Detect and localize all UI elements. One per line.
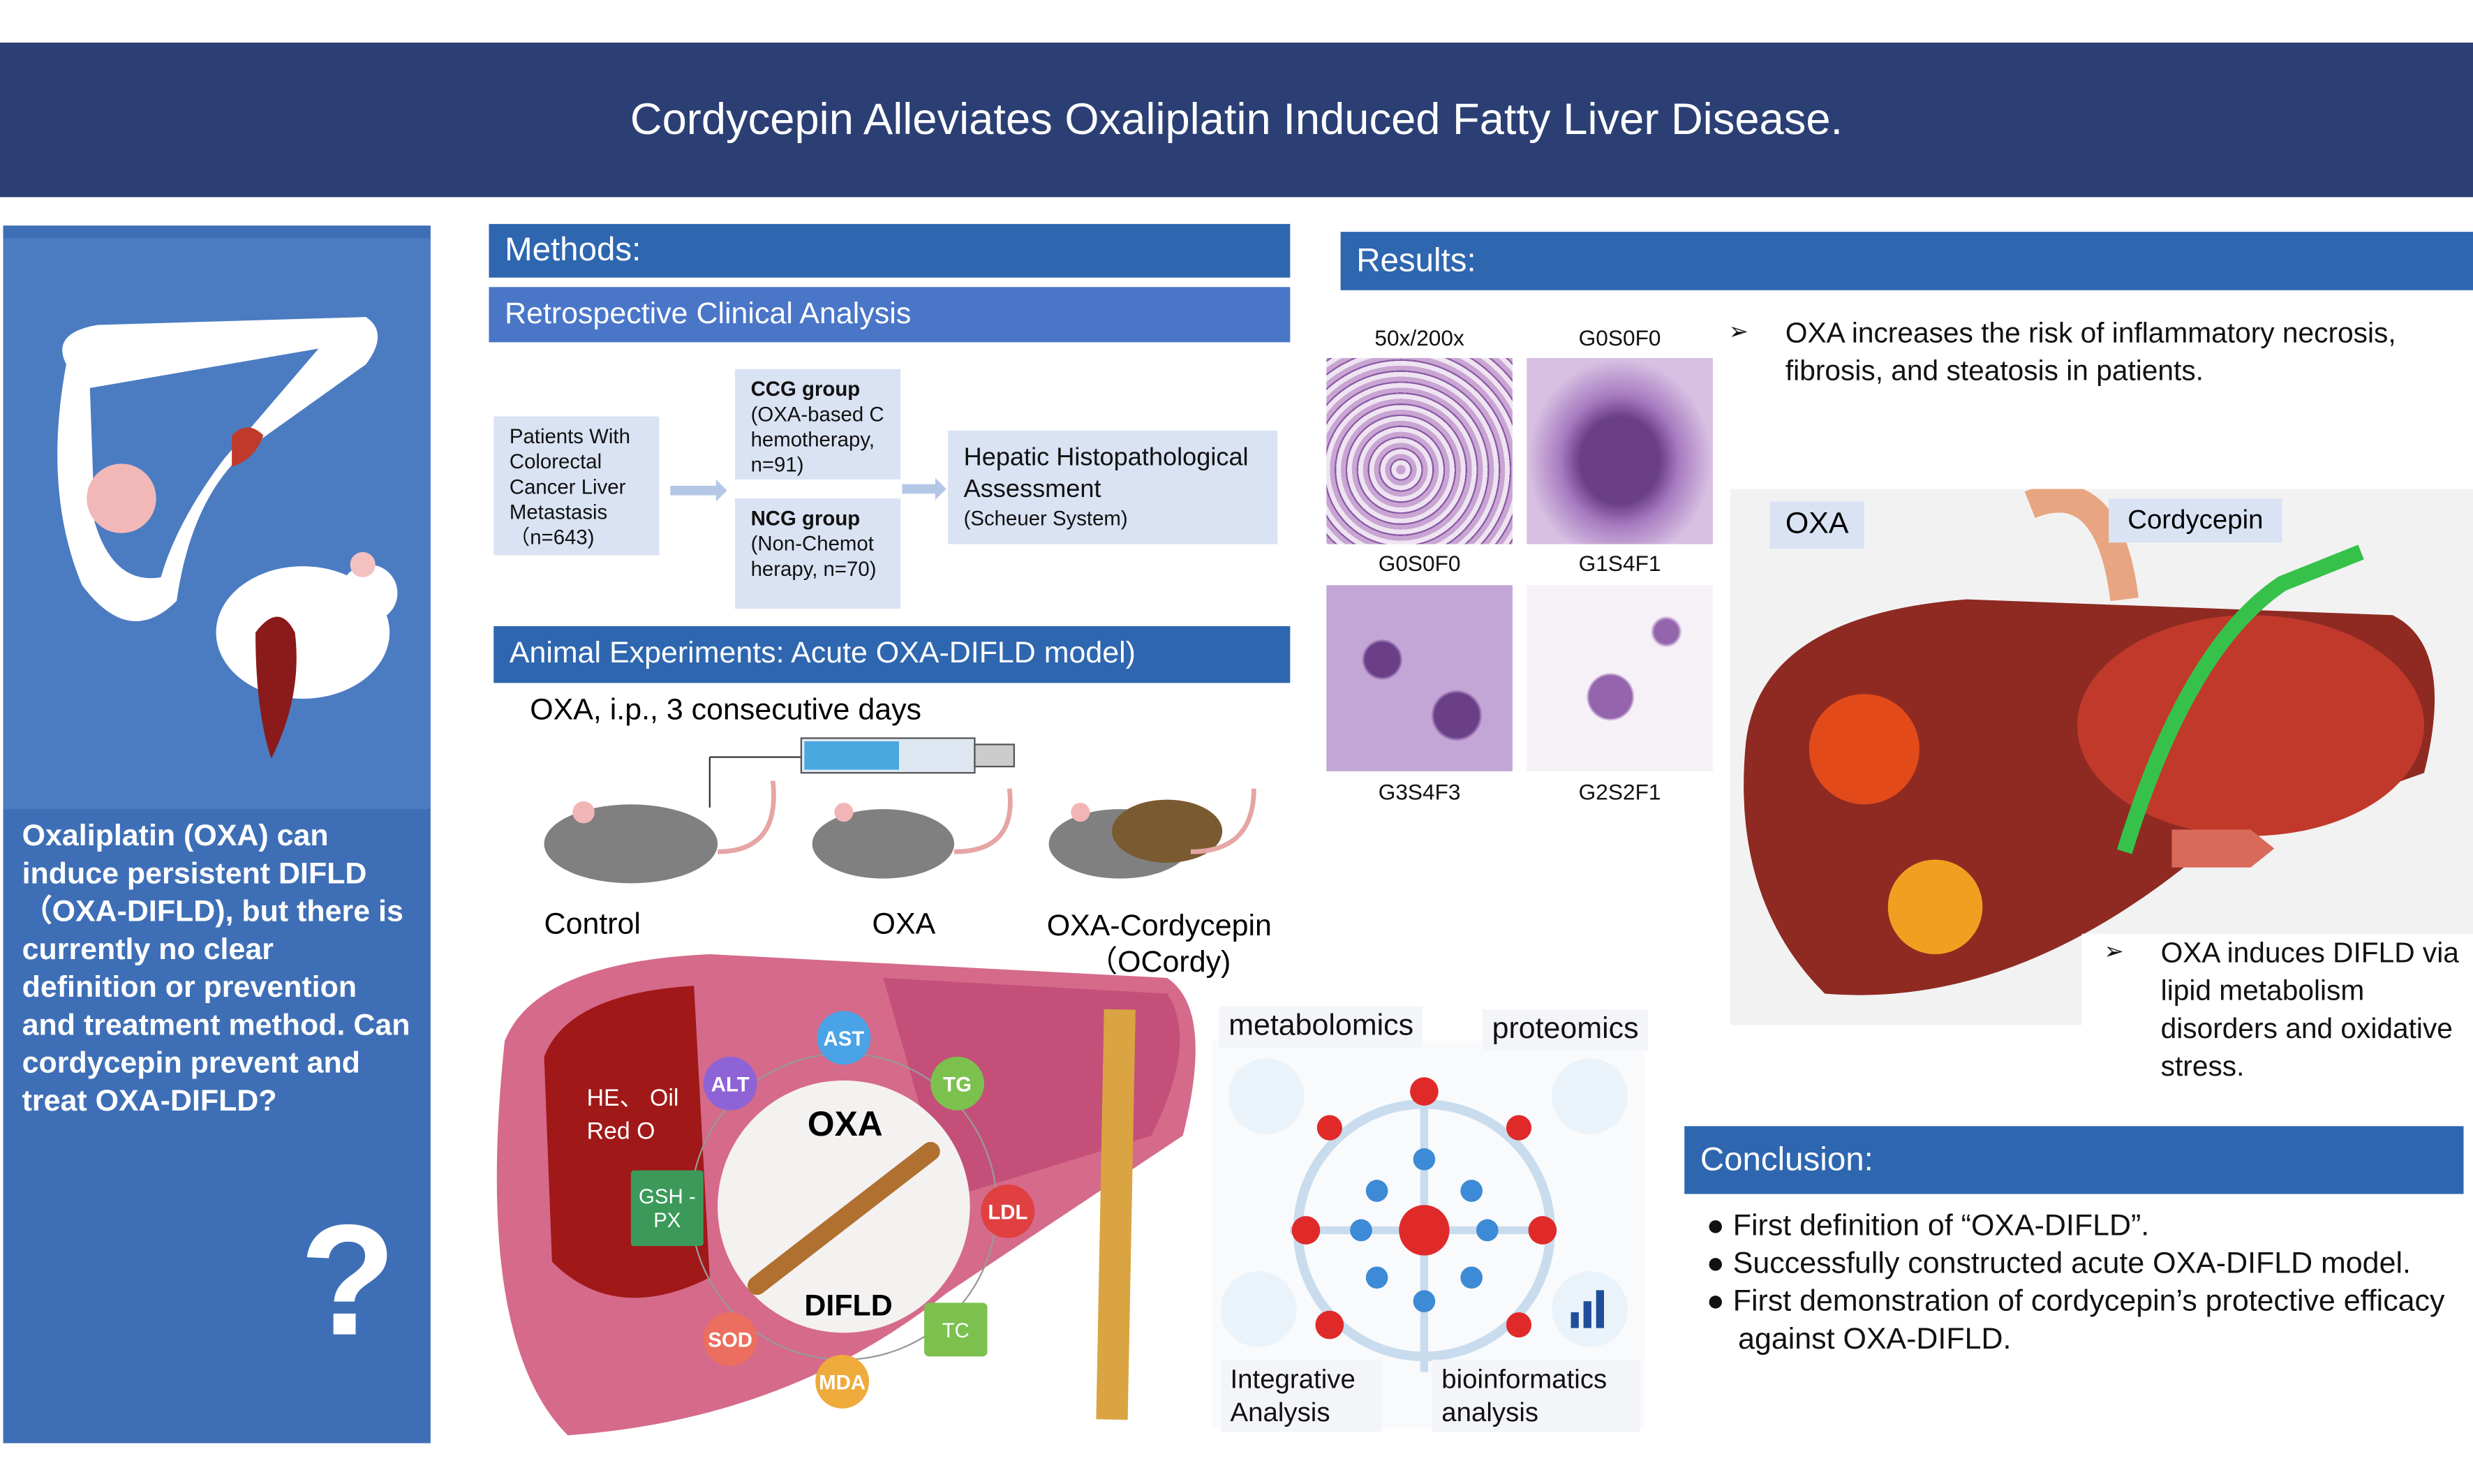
histo-label: G1S4F1 [1578, 550, 1661, 576]
histo-label: G0S0F0 [1378, 550, 1461, 576]
histology-image [1527, 357, 1713, 544]
dosing-text: OXA, i.p., 3 consecutive days [530, 694, 922, 727]
conclusion-header: Conclusion: [1684, 1126, 2464, 1194]
conclusion-item: ● First demonstration of cordycepin’s pr… [1706, 1285, 2445, 1357]
omics-metabolomics: metabolomics [1219, 1006, 1423, 1048]
center-label-oxa: OXA [807, 1104, 883, 1144]
group-label-oxa: OXA [872, 908, 936, 942]
ncg-group-box: NCG group(Non-Chemotherapy, n=70) [734, 498, 901, 609]
ccg-group-box: CCG group(OXA-based Chemotherapy, n=91) [734, 369, 901, 480]
liver-mouse-illustration [3, 238, 431, 810]
histology-image [1326, 585, 1513, 771]
liver-label-oxa: OXA [1769, 501, 1865, 549]
arrow-icon [902, 477, 946, 500]
arrow-icon [670, 479, 727, 502]
assessment-box: Hepatic Histopathological Assessment (Sc… [948, 430, 1278, 544]
omics-integrative: Integrative Analysis [1220, 1359, 1382, 1432]
omics-proteomics: proteomics [1483, 1009, 1649, 1051]
center-label-difld: DIFLD [804, 1290, 893, 1323]
result-bullet-2: ➢ OXA induces DIFLD via lipid metabolism… [2081, 933, 2473, 1085]
marker-sod: SOD [703, 1312, 757, 1366]
group-label-ocordy: OXA-Cordycepin （OCordy) [1046, 910, 1272, 980]
histo-label: G2S2F1 [1578, 779, 1661, 805]
marker-ast: AST [817, 1011, 871, 1065]
research-question: Oxaliplatin (OXA) can induce persistent … [22, 819, 410, 1119]
group-label-control: Control [544, 908, 641, 942]
marker-gsh-px: GSH -PX [630, 1170, 704, 1247]
marker-alt: ALT [703, 1056, 757, 1111]
left-panel: Oxaliplatin (OXA) can induce persistent … [3, 225, 431, 1444]
marker-ldl: LDL [981, 1184, 1035, 1238]
retrospective-header: Retrospective Clinical Analysis [489, 287, 1291, 343]
page-title: Cordycepin Alleviates Oxaliplatin Induce… [630, 94, 1843, 144]
conclusion-item: ● Successfully constructed acute OXA-DIF… [1706, 1247, 2411, 1281]
marker-mda: MDA [815, 1354, 870, 1409]
question-mark-icon: ? [299, 1192, 396, 1370]
animal-experiments-header: Animal Experiments: Acute OXA-DIFLD mode… [493, 626, 1291, 683]
histo-label: G0S0F0 [1578, 325, 1661, 350]
histo-label: G3S4F3 [1378, 779, 1461, 805]
methods-header: Methods: [489, 223, 1291, 278]
histology-image [1326, 357, 1513, 544]
histology-image [1527, 585, 1713, 771]
histo-label: 50x/200x [1374, 325, 1464, 350]
title-banner: Cordycepin Alleviates Oxaliplatin Induce… [0, 43, 2473, 198]
stain-label: HE、 Oil Red O [586, 1085, 679, 1145]
conclusion-item: ● First definition of “OXA-DIFLD”. [1706, 1210, 2150, 1243]
marker-tc: TC [924, 1303, 988, 1357]
mice-illustration [544, 780, 1256, 884]
result-bullet-1: ➢ OXA increases the risk of inflammatory… [1728, 317, 2396, 387]
marker-tg: TG [930, 1056, 984, 1111]
liver-label-cordycepin: Cordycepin [2109, 498, 2282, 543]
results-header: Results: [1340, 232, 2473, 290]
syringe-icon [708, 737, 1016, 808]
omics-bioinformatics: bioinformatics analysis [1432, 1359, 1640, 1432]
patients-box: Patients With Colorectal Cancer Liver Me… [493, 416, 660, 556]
